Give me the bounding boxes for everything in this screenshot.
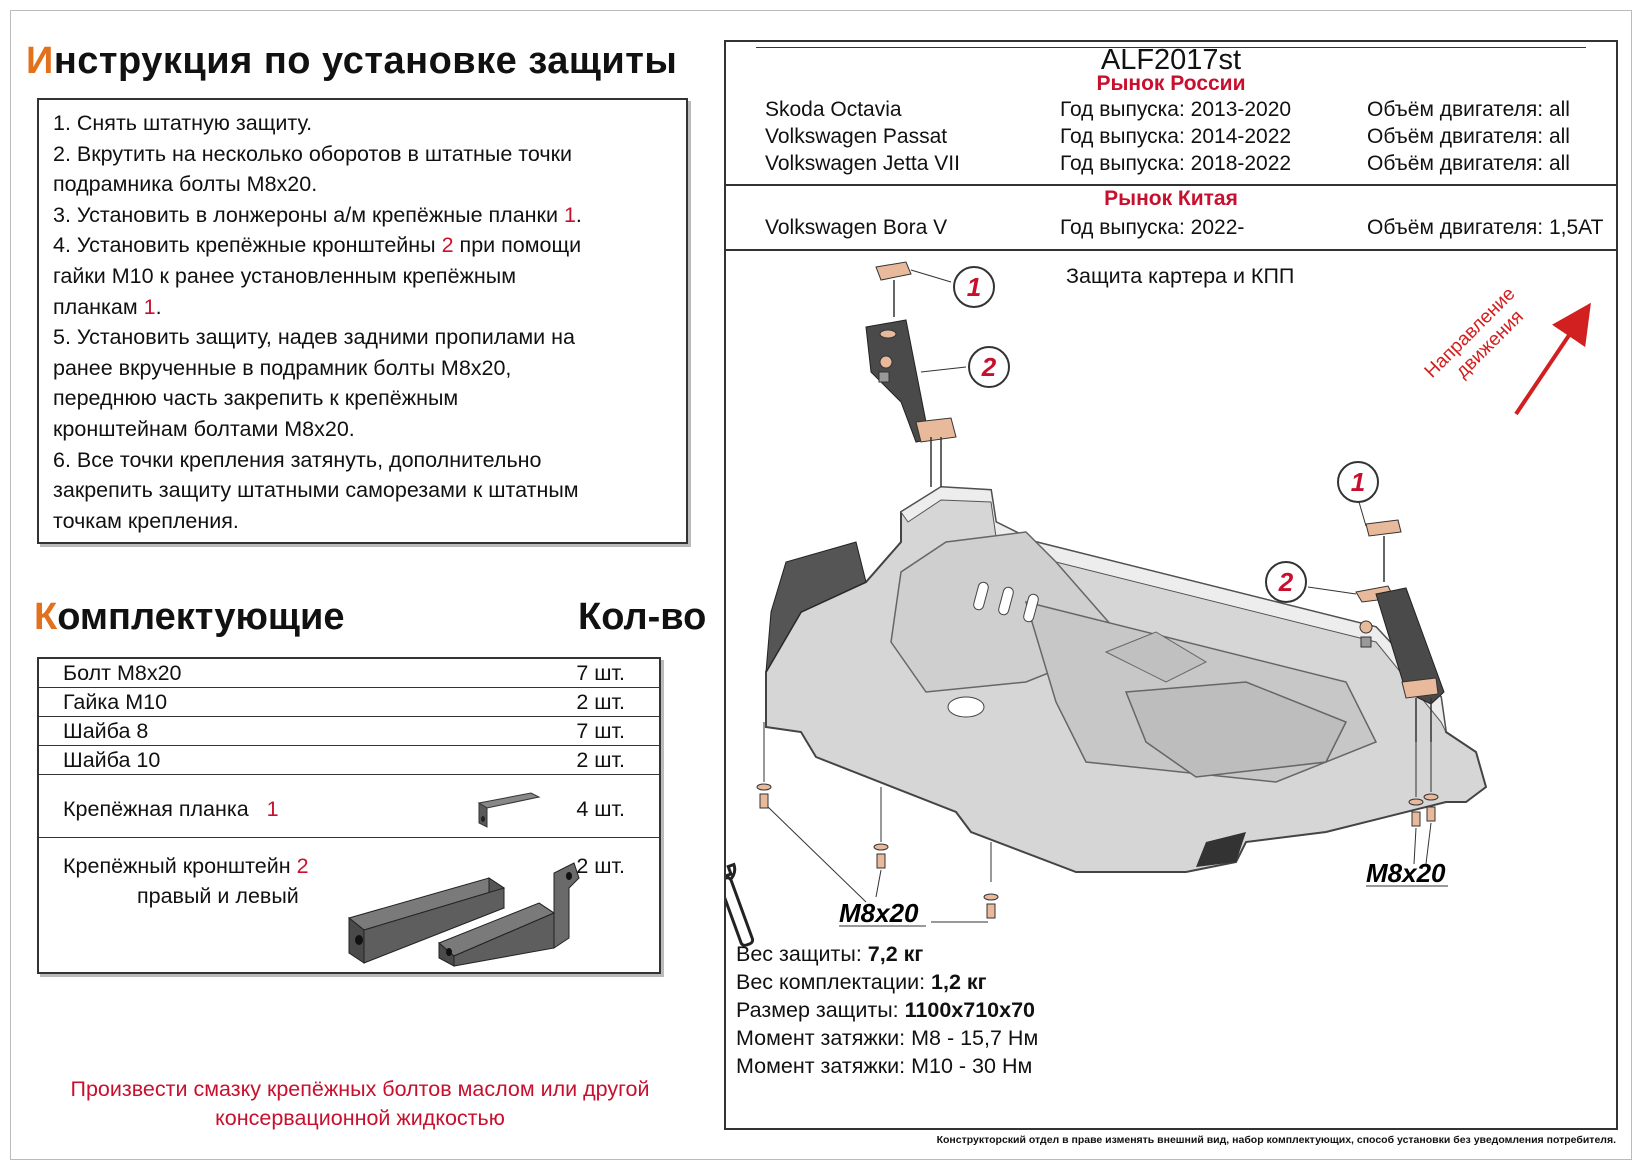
plank-icon [477,792,541,828]
product-code: ALF2017st [1100,44,1242,76]
instruction-line: ранее вкрученные в подрамник болты М8х20… [53,355,512,380]
kit-row-bracket: Крепёжный кронштейн 2 правый и левый 2 ш… [39,838,659,972]
bracket-icon [347,862,580,967]
drawing-title: Защита картера и КПП [1066,264,1295,288]
right-bracket-assembly [1355,519,1445,742]
direction-label: Направление движения [1421,284,1528,383]
instruction-line: подрамника болты М8х20. [53,172,318,197]
svg-text:1: 1 [1351,467,1365,497]
svg-text:M8x20: M8x20 [1366,858,1446,888]
kit-item-qty: 2 шт. [576,854,625,878]
product-panel: ALF2017st Рынок России Skoda Octavia Год… [724,40,1618,1130]
kit-item-subname: правый и левый [137,884,299,908]
market-china: Рынок Китая [1104,187,1238,210]
lubrication-note: Произвести смазку крепёжных болтов масло… [70,1077,650,1130]
car-year: Год выпуска: 2018-2022 [1060,152,1292,175]
wrench-icon [726,862,755,947]
bolts [756,722,1439,919]
kit-item-name: Шайба 10 [63,748,161,772]
assembly-drawing: Направление движения [726,261,1591,947]
kit-item-name: Крепёжный кронштейн 2 [63,854,309,878]
car-engine: Объём двигателя: 1,5AT [1367,216,1604,239]
left-bracket-assembly [865,261,957,487]
instruction-line: закрепить защиту штатными саморезами к ш… [53,478,579,503]
car-year: Год выпуска: 2014-2022 [1060,125,1292,148]
bolt-label-right: M8x20 [1366,822,1448,888]
spec-line: Вес защиты: 7,2 кг [736,942,924,966]
divider [726,184,1616,186]
kit-row: Гайка М10 2 шт. [39,688,659,717]
car-year: Год выпуска: 2013-2020 [1060,98,1292,121]
instruction-line: точкам крепления. [53,508,239,533]
callout-2-left: 2 [920,346,1010,388]
kit-item-qty: 2 шт. [576,690,625,714]
page-frame [10,10,1632,1160]
kit-item-name: Гайка М10 [63,690,168,714]
direction-arrow [1514,302,1591,416]
kit-item-qty: 7 шт. [576,719,625,743]
instruction-line: переднюю часть закрепить к крепёжным [53,386,459,411]
instruction-line: 4. Установить крепёжные кронштейны 2 при… [53,233,582,258]
svg-text:2: 2 [1278,567,1294,597]
car-engine: Объём двигателя: all [1367,125,1570,148]
spec-line: Момент затяжки: М8 - 15,7 Нм [736,1026,1039,1050]
skid-plate [765,485,1488,873]
kit-item-qty: 4 шт. [576,797,625,821]
car-engine: Объём двигателя: all [1367,98,1570,121]
car-model: Skoda Octavia [765,98,902,121]
instruction-line: 1. Снять штатную защиту. [53,111,313,135]
car-model: Volkswagen Passat [765,125,948,148]
instruction-line: 3. Установить в лонжероны а/м крепёжные … [53,202,582,227]
top-rule [756,47,1586,48]
spec-line: Размер защиты: 1100x710x70 [736,998,1035,1022]
kit-row: Шайба 8 7 шт. [39,717,659,746]
kit-item-qty: 2 шт. [576,748,625,772]
qty-title: Кол-во [578,596,707,638]
svg-text:1: 1 [967,272,981,302]
kit-item-qty: 7 шт. [576,661,625,685]
market-russia: Рынок России [1096,72,1246,95]
kit-table: Болт М8х20 7 шт. Гайка М10 2 шт. Шайба 8… [37,657,661,974]
callout-2-right: 2 [1265,561,1357,603]
spec-line: Вес комплектации: 1,2 кг [736,970,987,994]
instruction-line: 2. Вкрутить на несколько оборотов в штат… [53,141,573,166]
instruction-line: кронштейнам болтами М8х20. [53,416,355,441]
instructions-title: Инструкция по установке защиты [26,40,678,82]
kit-row-plank: Крепёжная планка 1 4 шт. [39,775,659,838]
car-model: Volkswagen Jetta VII [765,152,960,175]
instructions-box: 1. Снять штатную защиту. 2. Вкрутить на … [37,98,688,544]
car-year: Год выпуска: 2022- [1060,216,1245,239]
divider [726,249,1616,251]
kit-item-name: Болт М8х20 [63,661,182,685]
instruction-line: планкам 1. [53,294,162,319]
car-engine: Объём двигателя: all [1367,152,1570,175]
svg-text:M8x20: M8x20 [839,898,919,928]
instruction-line: 6. Все точки крепления затянуть, дополни… [53,447,542,472]
instruction-line: гайки М10 к ранее установленным крепёжны… [53,263,517,288]
callout-1-right: 1 [1337,461,1379,527]
svg-text:2: 2 [981,352,997,382]
spec-line: Момент затяжки: М10 - 30 Нм [736,1054,1033,1078]
kit-title: Комплектующие [34,596,345,638]
kit-item-name: Шайба 8 [63,719,149,743]
instruction-line: 5. Установить защиту, надев задними проп… [53,325,575,350]
bolt-label-left: M8x20 [767,806,988,928]
kit-row: Шайба 10 2 шт. [39,746,659,775]
kit-row: Болт М8х20 7 шт. [39,659,659,688]
kit-item-name: Крепёжная планка 1 [63,797,279,821]
callout-1-left: 1 [910,266,995,308]
car-model: Volkswagen Bora V [765,216,948,239]
disclaimer: Конструкторский отдел в праве изменять в… [936,1134,1616,1146]
